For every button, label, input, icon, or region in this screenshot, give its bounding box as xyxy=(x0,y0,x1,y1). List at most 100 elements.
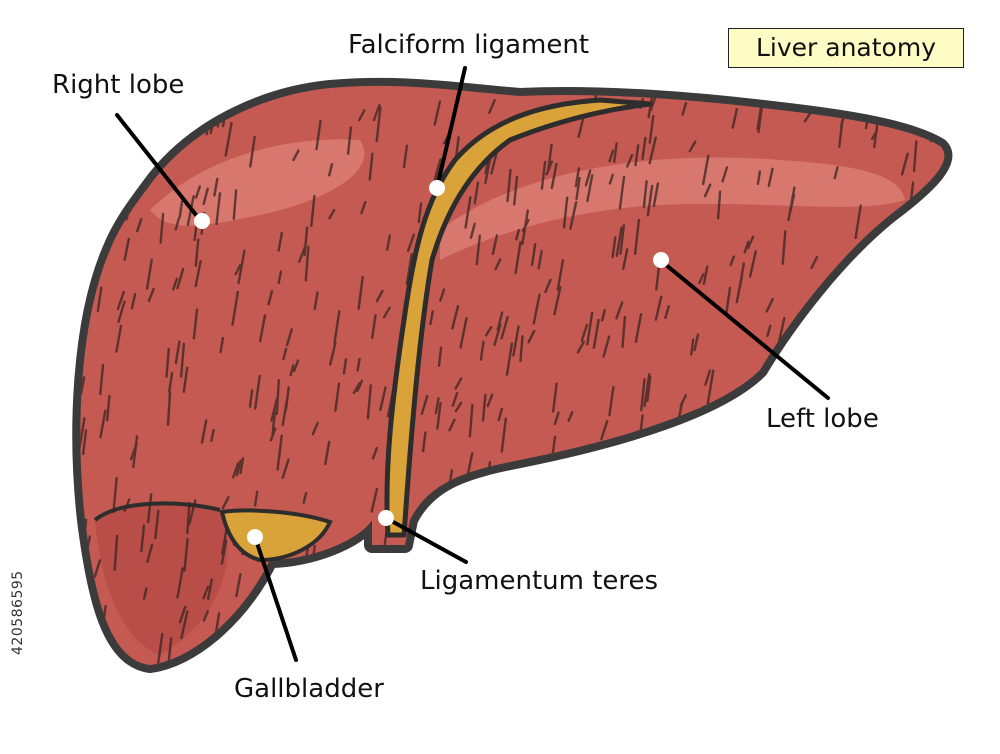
hatch-stroke xyxy=(634,144,640,167)
hatch-stroke xyxy=(608,149,615,163)
hatch-stroke xyxy=(927,617,935,642)
hatch-stroke xyxy=(188,100,197,131)
hatch-stroke xyxy=(580,323,589,342)
ligamentum-teres-leader xyxy=(384,516,468,564)
hatch-stroke xyxy=(643,373,651,408)
hatch-stroke xyxy=(854,542,861,555)
hatch-stroke xyxy=(828,364,834,390)
hatch-stroke xyxy=(464,196,472,229)
hatch-stroke xyxy=(626,153,634,168)
hatch-stroke xyxy=(383,630,391,651)
hatch-stroke xyxy=(484,326,493,337)
hatch-stroke xyxy=(445,486,450,517)
hatch-stroke xyxy=(729,255,736,267)
hatch-stroke xyxy=(803,111,812,123)
left-lobe-marker xyxy=(653,252,669,268)
hatch-stroke xyxy=(649,95,657,112)
hatch-stroke xyxy=(328,208,336,220)
hatch-stroke xyxy=(356,357,361,372)
hatch-stroke xyxy=(174,340,181,365)
hatch-stroke xyxy=(731,108,738,129)
label-right-lobe: Right lobe xyxy=(52,70,185,100)
hatch-stroke xyxy=(497,407,503,422)
hatch-stroke xyxy=(235,633,244,650)
hatch-stroke xyxy=(281,458,290,479)
stock-id: 420586595 xyxy=(10,570,26,655)
hatch-stroke xyxy=(888,594,897,621)
hatch-stroke xyxy=(202,585,210,600)
hatch-stroke xyxy=(768,507,777,543)
hatch-stroke xyxy=(215,192,222,226)
hatch-stroke xyxy=(574,167,581,188)
hatch-stroke xyxy=(350,543,358,568)
hatch-stroke xyxy=(219,336,225,354)
hatch-stroke xyxy=(304,245,310,282)
hatch-stroke xyxy=(756,170,762,186)
hatch-stroke xyxy=(371,446,378,460)
hatch-stroke xyxy=(647,95,654,119)
hatch-stroke xyxy=(277,231,283,252)
hatch-stroke xyxy=(176,567,184,599)
hatch-stroke xyxy=(123,237,131,261)
hatch-stroke xyxy=(174,217,181,231)
hatch-stroke xyxy=(80,376,86,395)
hatch-stroke xyxy=(916,644,922,662)
hatch-stroke xyxy=(735,274,744,304)
hatch-stroke xyxy=(831,434,839,449)
hatch-stroke xyxy=(782,645,791,657)
hatch-stroke xyxy=(654,295,663,321)
gallbladder-shape xyxy=(219,508,333,563)
hatch-stroke xyxy=(596,463,603,477)
hatch-stroke xyxy=(618,175,626,210)
hatch-stroke xyxy=(589,620,597,635)
hatch-stroke xyxy=(613,649,620,665)
hatch-stroke xyxy=(437,346,443,367)
hatch-stroke xyxy=(146,543,154,564)
hatch-stroke xyxy=(702,154,710,186)
hatch-stroke xyxy=(454,401,463,413)
hatch-stroke xyxy=(508,518,516,545)
hatch-stroke xyxy=(584,169,592,187)
hatch-stroke xyxy=(270,398,278,422)
hatch-stroke xyxy=(178,605,187,624)
hatch-stroke xyxy=(652,182,660,208)
hatch-stroke xyxy=(545,160,554,176)
hatch-stroke xyxy=(690,338,695,356)
hatch-stroke xyxy=(80,641,85,665)
hatch-stroke xyxy=(490,152,498,175)
hatch-stroke xyxy=(154,509,160,540)
falciform-ligament-marker xyxy=(429,180,445,196)
ligamentum-teres-marker xyxy=(378,510,394,526)
hatch-stroke xyxy=(487,642,493,665)
hatch-stroke xyxy=(865,440,873,472)
hatch-stroke xyxy=(113,534,119,571)
hatch-stroke xyxy=(486,531,494,551)
liver-lower-fold xyxy=(95,503,228,655)
hatch-stroke xyxy=(156,632,164,665)
hatch-stroke xyxy=(575,176,581,201)
hatch-stroke xyxy=(232,189,238,221)
hatch-stroke xyxy=(82,202,88,214)
hatch-stroke xyxy=(841,354,847,375)
label-ligamentum-teres: Ligamentum teres xyxy=(420,566,659,596)
right-lobe-marker xyxy=(194,213,210,229)
hatch-stroke xyxy=(569,200,578,230)
hatch-stroke xyxy=(592,318,600,349)
hatch-stroke xyxy=(376,586,383,617)
hatch-stroke xyxy=(687,582,695,602)
hatch-stroke xyxy=(869,459,878,490)
hatch-stroke xyxy=(646,537,652,568)
hatch-stroke xyxy=(567,411,574,422)
hatch-stroke xyxy=(108,117,117,152)
hatch-stroke xyxy=(664,305,670,319)
hatch-stroke xyxy=(434,397,440,415)
hatch-stroke xyxy=(239,457,245,475)
hatch-stroke xyxy=(788,645,794,665)
hatch-stroke xyxy=(778,317,786,343)
hatch-stroke xyxy=(433,501,439,523)
hatch-stroke xyxy=(660,454,668,478)
hatch-stroke xyxy=(802,514,811,540)
hatch-stroke xyxy=(311,421,319,436)
hatch-stroke xyxy=(783,529,790,541)
hatch-stroke xyxy=(235,459,242,477)
